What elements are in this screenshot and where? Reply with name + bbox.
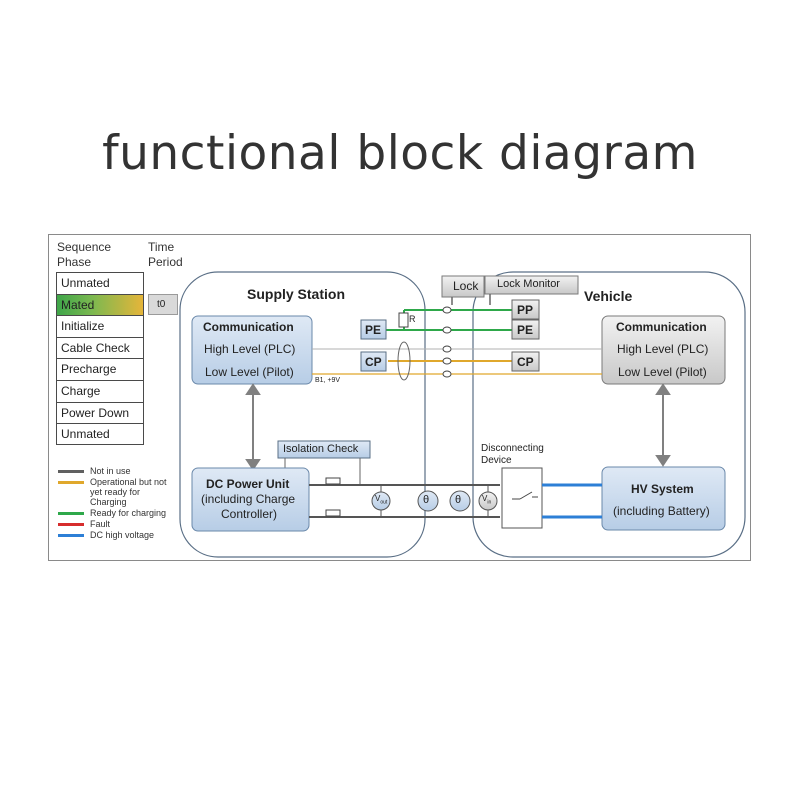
hv-system-sub: (including Battery) — [613, 504, 710, 518]
legend-item: Fault — [58, 519, 178, 529]
supply-comm-title: Communication — [203, 320, 294, 334]
vin-text: V — [482, 494, 488, 503]
legend-item: Not in use — [58, 466, 178, 476]
disconnecting-label-2: Device — [481, 455, 512, 466]
vin-label: Vin — [482, 494, 491, 506]
connector-pins — [442, 306, 452, 378]
supply-communication-box — [191, 315, 313, 385]
dc-power-unit-sub1: (including Charge — [201, 492, 296, 506]
phase-row: Charge — [56, 379, 144, 402]
hv-system-box — [601, 466, 726, 531]
legend-swatch-yellow — [58, 481, 84, 484]
theta-label-right: θ — [455, 494, 462, 506]
isolation-check-box — [277, 440, 371, 459]
lock-monitor-box — [484, 275, 579, 295]
legend: Not in use Operational but not yet ready… — [58, 466, 178, 541]
vehicle-cp-box — [511, 351, 540, 372]
sequence-label: Sequence — [57, 240, 112, 254]
vehicle-high-level: High Level (PLC) — [617, 342, 709, 356]
vin-subscript: in — [487, 499, 492, 506]
dc-power-unit-title: DC Power Unit — [206, 477, 290, 491]
legend-label: DC high voltage — [90, 530, 155, 540]
supply-pe-box — [360, 319, 387, 340]
legend-item: Ready for charging — [58, 508, 178, 518]
vehicle-title: Vehicle — [584, 288, 633, 304]
legend-label: Fault — [90, 519, 111, 529]
legend-item: Operational but not yet ready for Chargi… — [58, 477, 178, 507]
vout-sensor — [371, 491, 391, 511]
legend-swatch-red — [58, 523, 84, 526]
supply-station-title: Supply Station — [247, 286, 345, 302]
isolation-check-label: Isolation Check — [283, 443, 359, 455]
vehicle-comm-title: Communication — [616, 320, 707, 334]
vout-label: Vout — [375, 494, 387, 506]
vehicle-outline — [472, 271, 746, 558]
pilot-note: B1, +9V — [315, 377, 341, 384]
vout-subscript: out — [380, 499, 388, 506]
disconnecting-label-1: Disconnecting — [481, 443, 544, 454]
cp-ferrite — [397, 341, 411, 381]
vehicle-pe-label: PE — [517, 323, 534, 337]
lock-box — [441, 275, 485, 298]
legend-label: Operational but not yet ready for Chargi… — [90, 477, 167, 507]
vehicle-pp-box — [511, 299, 540, 320]
resistor-label: R — [409, 314, 416, 324]
lock-label: Lock — [453, 279, 479, 293]
time-period-cell: t0 — [148, 294, 178, 315]
phase-row-active: Mated — [56, 293, 144, 316]
supply-pe-label: PE — [365, 323, 382, 337]
period-label: Period — [148, 255, 183, 269]
theta-label-left: θ — [423, 494, 430, 506]
phase-row: Initialize — [56, 315, 144, 337]
vehicle-pp-label: PP — [517, 303, 534, 317]
supply-low-level: Low Level (Pilot) — [205, 365, 294, 379]
dc-power-unit-box — [191, 467, 310, 532]
sequence-header: Sequence Phase — [57, 240, 111, 270]
legend-swatch-blue — [58, 534, 84, 537]
legend-item: DC high voltage — [58, 530, 178, 540]
legend-label: Not in use — [90, 466, 131, 476]
supply-station-outline — [179, 271, 426, 558]
vehicle-low-level: Low Level (Pilot) — [618, 365, 707, 379]
theta-sensor-left — [417, 490, 439, 512]
vehicle-pe-box — [511, 319, 540, 340]
time-label: Time — [148, 240, 175, 254]
phase-label: Phase — [57, 255, 92, 269]
legend-swatch-gray — [58, 470, 84, 473]
hv-system-title: HV System — [631, 482, 694, 496]
phase-row: Precharge — [56, 358, 144, 380]
supply-cp-label: CP — [365, 355, 382, 369]
supply-cp-box — [360, 351, 387, 372]
legend-swatch-green — [58, 512, 84, 515]
page-title: functional block diagram — [102, 126, 698, 181]
phase-row: Cable Check — [56, 336, 144, 359]
phase-row: Power Down — [56, 401, 144, 424]
legend-label: Ready for charging — [90, 508, 167, 518]
resistor — [398, 312, 409, 328]
vehicle-cp-label: CP — [517, 355, 534, 369]
phase-row: Unmated — [56, 423, 144, 445]
time-header: Time Period — [148, 240, 183, 270]
vout-text: V — [375, 494, 381, 503]
theta-sensor-right — [449, 490, 471, 512]
dc-power-unit-sub2: Controller) — [221, 507, 278, 521]
phase-table: Unmated Mated Initialize Cable Check Pre… — [56, 272, 144, 445]
phase-row: Unmated — [56, 272, 144, 294]
lock-monitor-label: Lock Monitor — [497, 278, 560, 290]
supply-high-level: High Level (PLC) — [204, 342, 296, 356]
vin-sensor — [478, 491, 498, 511]
